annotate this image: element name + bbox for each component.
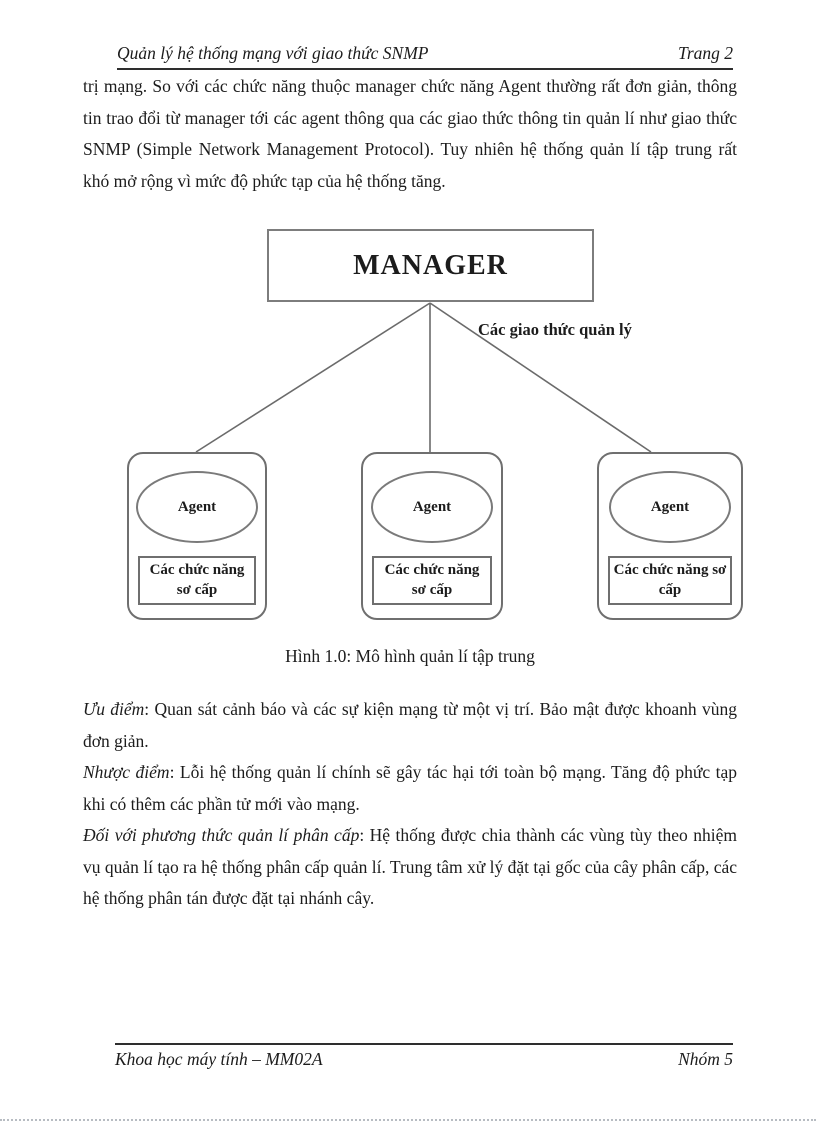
paragraph-phan-cap: Đối với phương thức quản lí phân cấp: Hệ…	[83, 820, 737, 915]
connector-line-left	[195, 302, 431, 453]
paragraph-text: : Hệ thống được chia thành các vùng tùy …	[83, 825, 737, 908]
agent-ellipse-3: Agent	[609, 471, 731, 543]
agent-card-3: Agent Các chức năng sơ cấp	[597, 452, 743, 620]
paragraph-nhuoc-diem: Nhược điểm: Lỗi hệ thống quản lí chính s…	[83, 757, 737, 820]
agent-card-1: Agent Các chức năng sơ cấp	[127, 452, 267, 620]
primary-functions-box-1: Các chức năng sơ cấp	[138, 556, 256, 605]
connector-line-right	[429, 302, 652, 453]
page-header: Quản lý hệ thống mạng với giao thức SNMP…	[117, 42, 733, 70]
management-protocols-label: Các giao thức quản lý	[478, 320, 632, 339]
figure-caption: Hình 1.0: Mô hình quản lí tập trung	[285, 646, 535, 666]
primary-functions-box-3: Các chức năng sơ cấp	[608, 556, 732, 605]
agent-label: Agent	[412, 498, 452, 515]
paragraph-uu-diem: Ưu điểm: Quan sát cảnh báo và các sự kiệ…	[83, 694, 737, 757]
agent-ellipse-2: Agent	[371, 471, 493, 543]
page-footer: Khoa học máy tính – MM02A Nhóm 5	[115, 1043, 733, 1070]
bottom-dotted-divider	[0, 1119, 816, 1121]
page-number: Trang 2	[678, 43, 733, 63]
agent-label: Agent	[650, 498, 690, 515]
paragraph-lead: Đối với phương thức quản lí phân cấp	[83, 825, 360, 845]
manager-box: MANAGER	[267, 229, 594, 302]
agent-ellipse-1: Agent	[136, 471, 258, 543]
paragraph-lead: Nhược điểm	[83, 762, 170, 782]
manager-label: MANAGER	[353, 249, 508, 281]
primary-functions-box-2: Các chức năng sơ cấp	[372, 556, 492, 605]
paragraph-text: : Lỗi hệ thống quản lí chính sẽ gây tác …	[83, 762, 738, 814]
footer-left: Khoa học máy tính – MM02A	[115, 1049, 323, 1069]
paragraph-text: : Quan sát cảnh báo và các sự kiện mạng …	[83, 699, 737, 751]
paragraph-lead: Ưu điểm	[83, 699, 145, 719]
body-paragraph-1: trị mạng. So với các chức năng thuộc man…	[83, 76, 737, 191]
agent-card-2: Agent Các chức năng sơ cấp	[361, 452, 503, 620]
header-title: Quản lý hệ thống mạng với giao thức SNMP	[117, 43, 429, 63]
body-paragraphs: Ưu điểm: Quan sát cảnh báo và các sự kiệ…	[83, 694, 737, 915]
agent-label: Agent	[177, 498, 217, 515]
footer-right: Nhóm 5	[678, 1049, 733, 1069]
